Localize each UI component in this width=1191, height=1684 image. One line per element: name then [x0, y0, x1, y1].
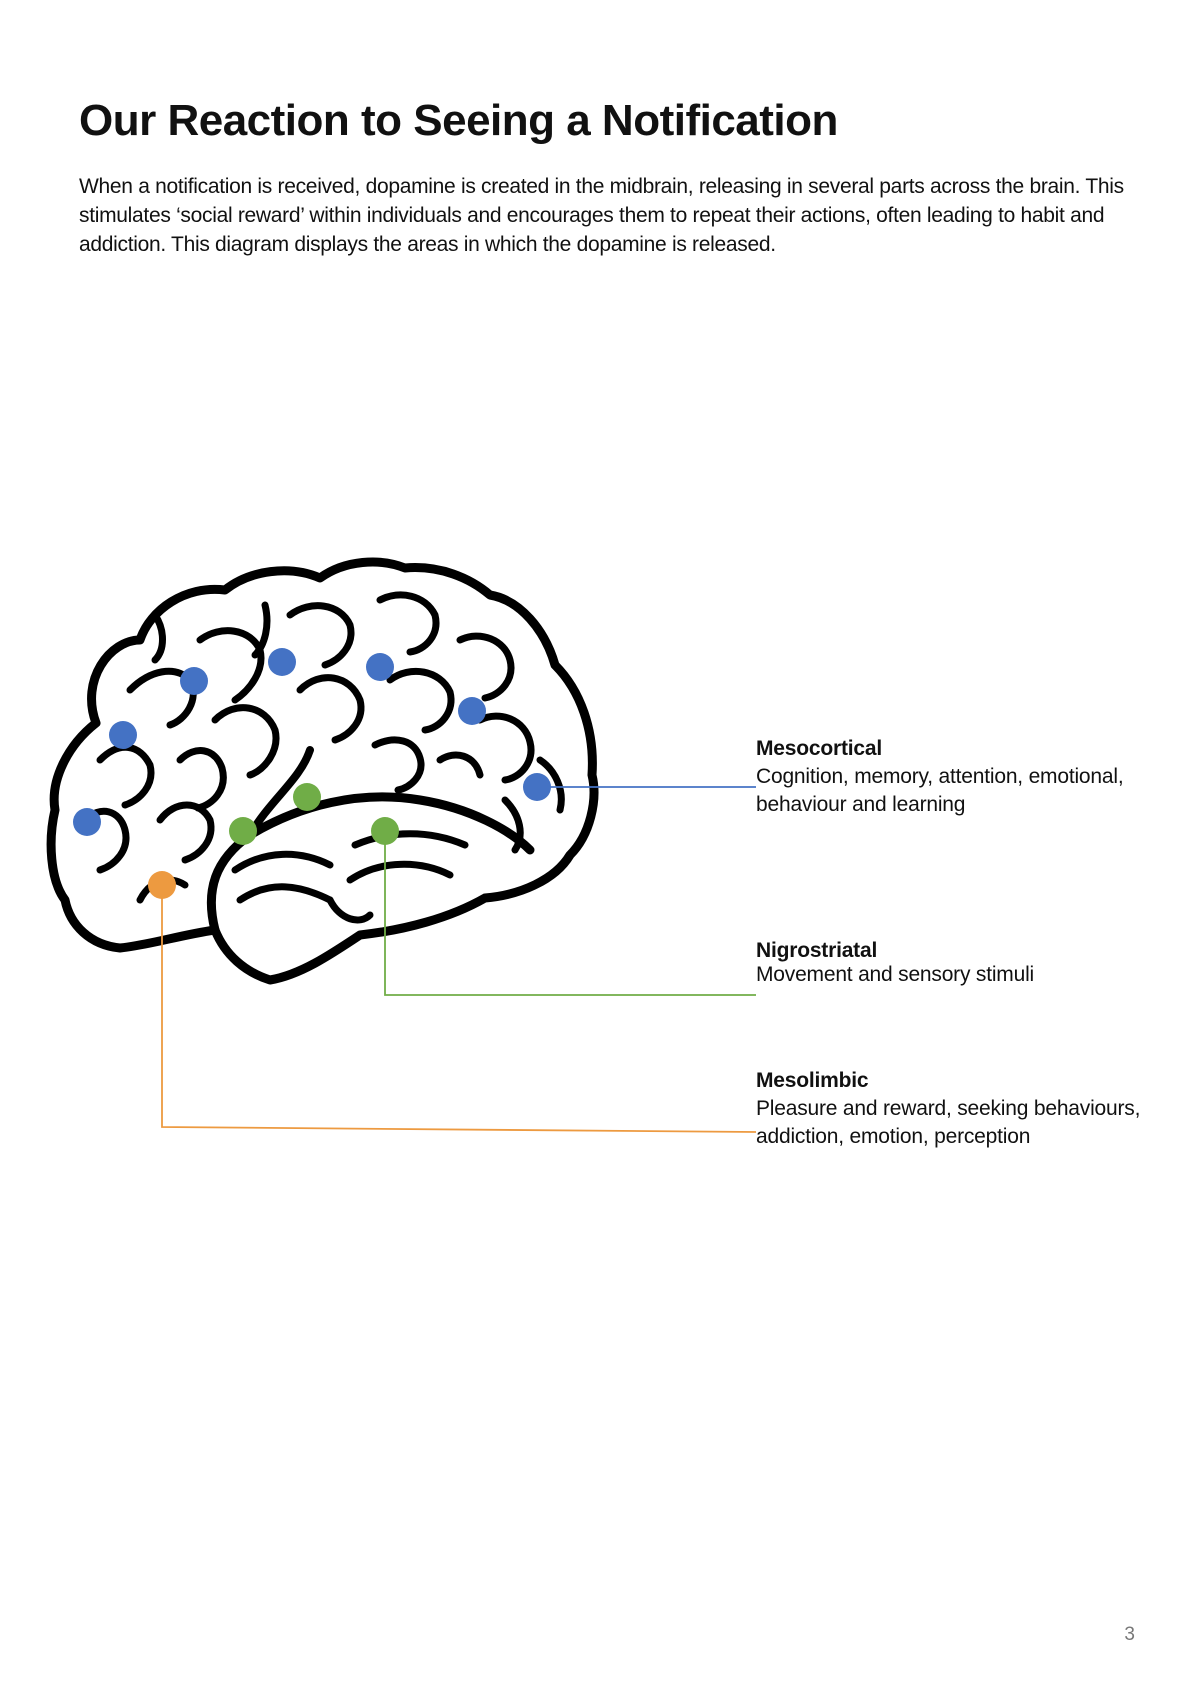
- mesocortical-dot: [109, 721, 137, 749]
- label-mesocortical: Mesocortical Cognition, memory, attentio…: [756, 735, 1176, 819]
- intro-paragraph: When a notification is received, dopamin…: [79, 175, 1124, 256]
- mesolimbic-connector: [161, 885, 757, 1133]
- mesocortical-dot: [366, 653, 394, 681]
- nigrostriatal-dot: [293, 783, 321, 811]
- label-mesolimbic: Mesolimbic Pleasure and reward, seeking …: [756, 1067, 1176, 1151]
- mesocortical-dot: [268, 648, 296, 676]
- brain-illustration: [46, 557, 599, 985]
- nigrostriatal-dot: [229, 817, 257, 845]
- pathway-name: Nigrostriatal: [756, 939, 878, 962]
- connector-lines: [161, 786, 757, 1133]
- mesolimbic-dots: [148, 871, 176, 899]
- pathway-name: Mesolimbic: [756, 1069, 869, 1092]
- pathway-description: Pleasure and reward, seeking behaviours,…: [756, 1097, 1141, 1148]
- mesocortical-dot: [523, 773, 551, 801]
- mesocortical-dot: [458, 697, 486, 725]
- brain-outline: [46, 557, 599, 985]
- page-title: Our Reaction to Seeing a Notification: [79, 96, 838, 145]
- mesolimbic-dot: [148, 871, 176, 899]
- pathway-description: Cognition, memory, attention, emotional,…: [756, 765, 1124, 816]
- nigrostriatal-connector: [384, 832, 756, 996]
- pathway-name: Mesocortical: [756, 737, 882, 760]
- nigrostriatal-dot: [371, 817, 399, 845]
- nigrostriatal-dots: [229, 783, 399, 845]
- mesocortical-dot: [180, 667, 208, 695]
- page-number: 3: [1124, 1624, 1135, 1645]
- label-nigrostriatal: Nigrostriatal Movement and sensory stimu…: [756, 937, 1176, 989]
- pathway-description: Movement and sensory stimuli: [756, 963, 1035, 986]
- mesocortical-dot: [73, 808, 101, 836]
- mesocortical-dots: [73, 648, 551, 836]
